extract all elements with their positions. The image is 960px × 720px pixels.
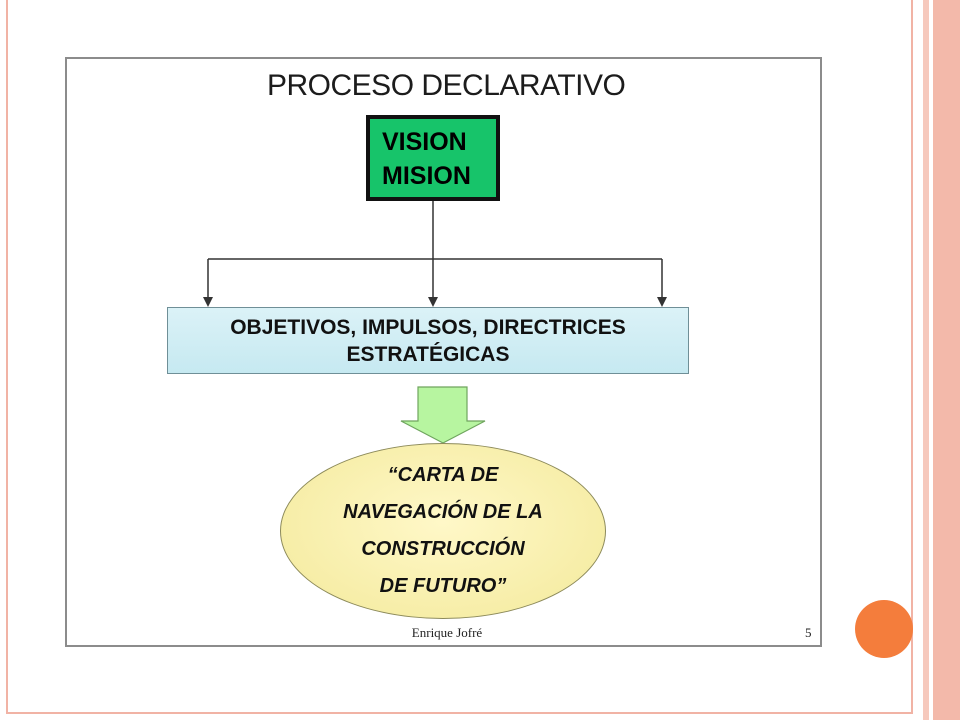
ellipse-line-4: DE FUTURO” bbox=[379, 575, 507, 597]
objectives-line-2: ESTRATÉGICAS bbox=[346, 343, 510, 366]
slide-frame bbox=[6, 0, 913, 714]
carta-ellipse-text: “CARTA DE NAVEGACIÓN DE LA CONSTRUCCIÓN … bbox=[280, 457, 606, 605]
author-label: Enrique Jofré bbox=[411, 625, 483, 640]
decorative-side-stripes bbox=[917, 0, 960, 720]
center-arrowhead bbox=[428, 297, 438, 307]
diagram-panel: PROCESO DECLARATIVO VISION MISION OBJETI… bbox=[65, 57, 822, 647]
carta-ellipse bbox=[280, 443, 606, 619]
right-arrowhead bbox=[657, 297, 667, 307]
diagram-title: PROCESO DECLARATIVO bbox=[267, 69, 626, 102]
ellipse-line-3: CONSTRUCCIÓN bbox=[361, 538, 525, 560]
down-block-arrow bbox=[400, 386, 486, 444]
connector-lines bbox=[203, 201, 667, 444]
vision-label: VISION bbox=[382, 128, 467, 156]
vision-mision-box: VISION MISION bbox=[366, 115, 500, 201]
left-arrowhead bbox=[203, 297, 213, 307]
orange-dot-decoration bbox=[855, 600, 913, 658]
ellipse-line-2: NAVEGACIÓN DE LA bbox=[343, 501, 543, 523]
objectives-box: OBJETIVOS, IMPULSOS, DIRECTRICES ESTRATÉ… bbox=[167, 307, 689, 374]
page-number: 5 bbox=[805, 625, 812, 640]
ellipse-line-1: “CARTA DE bbox=[387, 464, 499, 486]
objectives-line-1: OBJETIVOS, IMPULSOS, DIRECTRICES bbox=[230, 316, 626, 339]
mision-label: MISION bbox=[382, 162, 471, 190]
